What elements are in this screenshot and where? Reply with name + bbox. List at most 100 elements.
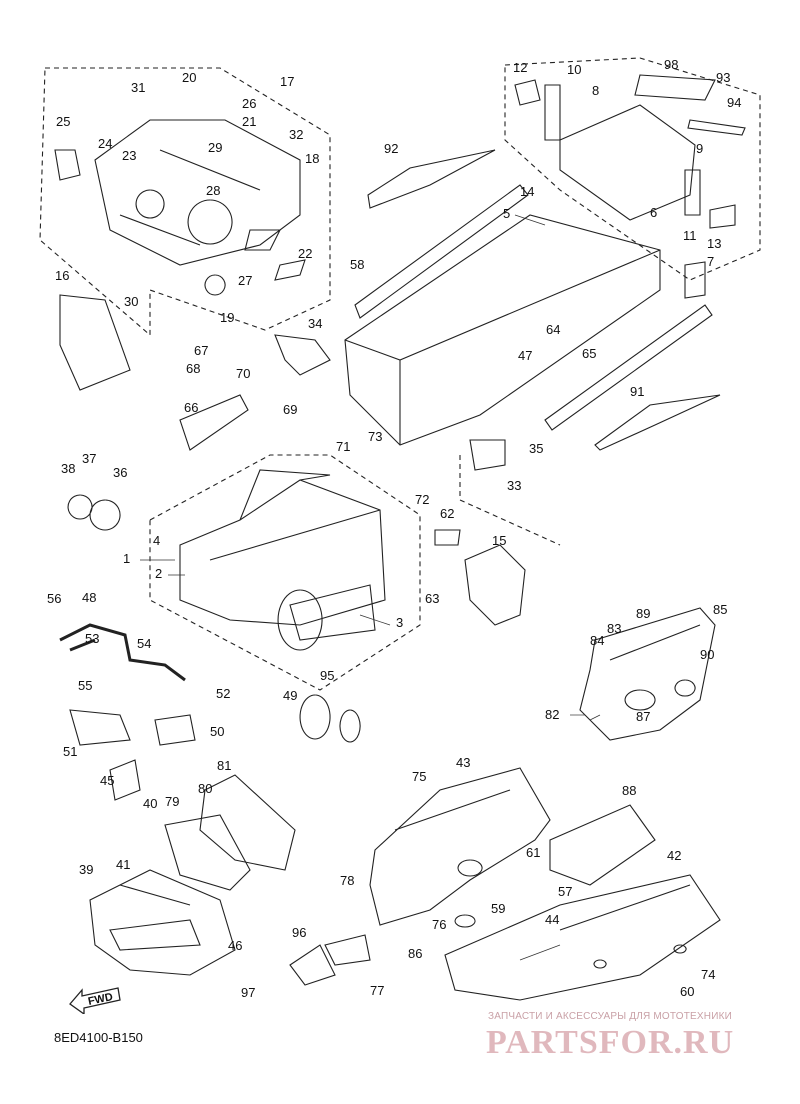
callout-58: 58 bbox=[350, 257, 364, 272]
cover-79 bbox=[164, 814, 251, 891]
callout-87: 87 bbox=[636, 709, 650, 724]
group-box-frame-front bbox=[39, 67, 331, 337]
callout-56: 56 bbox=[47, 591, 61, 606]
callout-79: 79 bbox=[165, 794, 179, 809]
callout-97: 97 bbox=[241, 985, 255, 1000]
fwd-arrow-icon: FWD bbox=[68, 982, 124, 1019]
callout-93: 93 bbox=[716, 70, 730, 85]
bracket-15 bbox=[464, 544, 526, 626]
skid-39 bbox=[89, 869, 236, 976]
callout-16: 16 bbox=[55, 268, 69, 283]
callout-41: 41 bbox=[116, 857, 130, 872]
callout-29: 29 bbox=[208, 140, 222, 155]
callout-70: 70 bbox=[236, 366, 250, 381]
callout-63: 63 bbox=[425, 591, 439, 606]
callout-77: 77 bbox=[370, 983, 384, 998]
callout-75: 75 bbox=[412, 769, 426, 784]
callout-13: 13 bbox=[707, 236, 721, 251]
callout-94: 94 bbox=[727, 95, 741, 110]
callout-82: 82 bbox=[545, 707, 559, 722]
callout-51: 51 bbox=[63, 744, 77, 759]
callout-85: 85 bbox=[713, 602, 727, 617]
leader-lines bbox=[140, 214, 601, 961]
callout-17: 17 bbox=[280, 74, 294, 89]
callout-78: 78 bbox=[340, 873, 354, 888]
rail-58-upper bbox=[354, 184, 529, 319]
callout-23: 23 bbox=[122, 148, 136, 163]
rail-58-lower bbox=[544, 304, 713, 431]
callout-37: 37 bbox=[82, 451, 96, 466]
callout-9: 9 bbox=[696, 141, 703, 156]
callout-66: 66 bbox=[184, 400, 198, 415]
callout-44: 44 bbox=[545, 912, 559, 927]
callout-2: 2 bbox=[155, 566, 162, 581]
callout-54: 54 bbox=[137, 636, 151, 651]
callout-40: 40 bbox=[143, 796, 157, 811]
callout-62: 62 bbox=[440, 506, 454, 521]
callout-60: 60 bbox=[680, 984, 694, 999]
callout-81: 81 bbox=[217, 758, 231, 773]
callout-8: 8 bbox=[592, 83, 599, 98]
callout-72: 72 bbox=[415, 492, 429, 507]
callout-5: 5 bbox=[503, 206, 510, 221]
callout-7: 7 bbox=[707, 254, 714, 269]
callout-26: 26 bbox=[242, 96, 256, 111]
callout-27: 27 bbox=[238, 273, 252, 288]
main-frame bbox=[179, 479, 386, 626]
callout-45: 45 bbox=[100, 773, 114, 788]
group-box-rear-deck bbox=[504, 57, 761, 281]
callout-48: 48 bbox=[82, 590, 96, 605]
cover-88 bbox=[549, 804, 656, 886]
callout-32: 32 bbox=[289, 127, 303, 142]
callout-24: 24 bbox=[98, 136, 112, 151]
cover-81 bbox=[199, 774, 296, 871]
callout-52: 52 bbox=[216, 686, 230, 701]
bumper-48 bbox=[59, 623, 186, 682]
tunnel bbox=[344, 214, 661, 446]
callout-80: 80 bbox=[198, 781, 212, 796]
callout-68: 68 bbox=[186, 361, 200, 376]
rear-deck bbox=[559, 104, 696, 221]
pan-43 bbox=[369, 767, 551, 926]
callout-20: 20 bbox=[182, 70, 196, 85]
callout-89: 89 bbox=[636, 606, 650, 621]
brackets-96 bbox=[289, 934, 371, 986]
callout-49: 49 bbox=[283, 688, 297, 703]
callout-98: 98 bbox=[664, 57, 678, 72]
bracket-16 bbox=[59, 294, 131, 391]
bracket-25 bbox=[54, 149, 81, 181]
callout-95: 95 bbox=[320, 668, 334, 683]
callout-84: 84 bbox=[590, 633, 604, 648]
fwd-label: FWD bbox=[87, 991, 114, 1008]
boots-lower bbox=[299, 694, 361, 743]
trim-92 bbox=[367, 149, 496, 209]
callout-92: 92 bbox=[384, 141, 398, 156]
callout-19: 19 bbox=[220, 310, 234, 325]
callout-71: 71 bbox=[336, 439, 350, 454]
callout-65: 65 bbox=[582, 346, 596, 361]
gear-19 bbox=[204, 274, 226, 296]
callout-38: 38 bbox=[61, 461, 75, 476]
callout-43: 43 bbox=[456, 755, 470, 770]
callout-64: 64 bbox=[546, 322, 560, 337]
callout-88: 88 bbox=[622, 783, 636, 798]
callout-1: 1 bbox=[123, 551, 130, 566]
callout-36: 36 bbox=[113, 465, 127, 480]
watermark-tagline: ЗАПЧАСТИ И АКСЕССУАРЫ ДЛЯ МОТОТЕХНИКИ bbox=[488, 1011, 733, 1022]
callout-61: 61 bbox=[526, 845, 540, 860]
callout-46: 46 bbox=[228, 938, 242, 953]
callout-76: 76 bbox=[432, 917, 446, 932]
callout-10: 10 bbox=[567, 62, 581, 77]
callout-22: 22 bbox=[298, 246, 312, 261]
callout-74: 74 bbox=[701, 967, 715, 982]
callout-73: 73 bbox=[368, 429, 382, 444]
callout-21: 21 bbox=[242, 114, 256, 129]
callout-90: 90 bbox=[700, 647, 714, 662]
callout-14: 14 bbox=[520, 184, 534, 199]
callout-4: 4 bbox=[153, 533, 160, 548]
callout-53: 53 bbox=[85, 631, 99, 646]
callout-35: 35 bbox=[529, 441, 543, 456]
callout-39: 39 bbox=[79, 862, 93, 877]
